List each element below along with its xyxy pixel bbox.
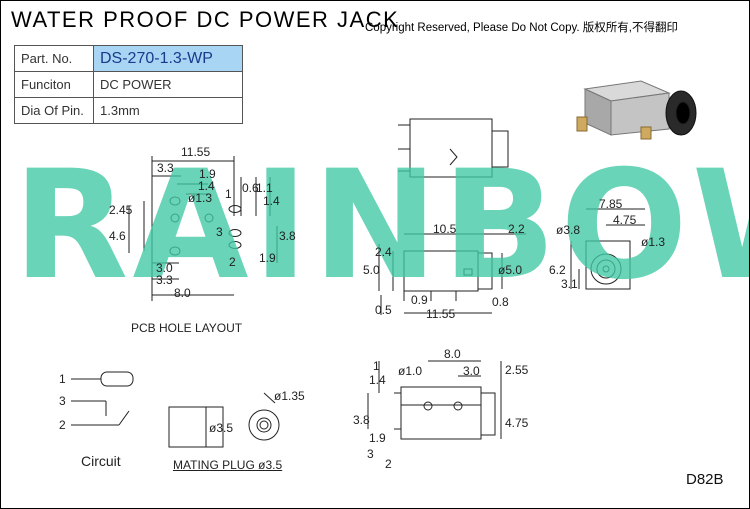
- pcb-dim: 3.3: [157, 161, 174, 175]
- pcb-dim: 1.4: [263, 194, 280, 208]
- front-dim: ø1.3: [641, 235, 666, 249]
- pin-marker: 1: [225, 187, 232, 201]
- circuit-diagram: [71, 371, 134, 426]
- bottom-dim: 2.55: [505, 363, 529, 377]
- drawing-code: D82B: [686, 471, 724, 488]
- pcb-dim: 8.0: [174, 286, 191, 300]
- bottom-dim: 1.4: [369, 373, 386, 387]
- pcb-dim: ø1.3: [188, 191, 213, 205]
- front-dim: 4.75: [613, 213, 637, 227]
- pcb-dim: 1.9: [259, 251, 276, 265]
- front-dim: ø3.8: [556, 223, 581, 237]
- side-dim: 2.2: [508, 222, 525, 236]
- mating-plug: [168, 392, 280, 448]
- side-dim: ø5.0: [498, 263, 523, 277]
- top-view: [398, 118, 509, 178]
- side-dim: 0.8: [492, 295, 509, 309]
- pin-marker: 1: [373, 359, 380, 373]
- pcb-dim: 2.45: [109, 203, 133, 217]
- side-dim: 0.5: [375, 303, 392, 317]
- product-photo: [576, 80, 697, 140]
- side-dim: 11.55: [426, 307, 456, 321]
- pcb-dim: 3.3: [156, 273, 173, 287]
- mating-plug-label: MATING PLUG ø3.5: [173, 458, 283, 472]
- pcb-dim: 11.55: [181, 145, 211, 159]
- spec-row: Dia Of Pin. 1.3mm: [14, 97, 243, 124]
- pin-marker: 3: [367, 447, 374, 461]
- pcb-hole-layout-label: PCB HOLE LAYOUT: [131, 321, 243, 335]
- page-title: WATER PROOF DC POWER JACK: [11, 7, 400, 32]
- spec-row: Funciton DC POWER: [14, 71, 243, 98]
- front-dim: 7.85: [599, 197, 623, 211]
- side-dim: 2.4: [375, 245, 392, 259]
- circuit-label: Circuit: [81, 453, 121, 469]
- pcb-dim: 4.6: [109, 229, 126, 243]
- spec-value: 1.3mm: [93, 97, 243, 124]
- watermark: RAINBOW: [13, 139, 749, 313]
- pcb-dim: 1.1: [256, 181, 273, 195]
- circuit-pin: 1: [59, 372, 66, 386]
- front-dim: 6.2: [549, 263, 566, 277]
- bottom-dim: ø1.0: [398, 364, 423, 378]
- plug-dim: ø1.35: [274, 389, 305, 403]
- circuit-pin: 3: [59, 394, 66, 408]
- copyright-notice: Copyright Reserved, Please Do Not Copy. …: [365, 22, 678, 34]
- circuit-pin: 2: [59, 418, 66, 432]
- pin-marker: 2: [385, 457, 392, 471]
- pcb-layout: [128, 156, 278, 301]
- pcb-dim: 1.4: [198, 179, 215, 193]
- pcb-dim: 3.0: [156, 261, 173, 275]
- plug-dim: ø3.5: [209, 421, 234, 435]
- bottom-dim: 3.8: [353, 413, 370, 427]
- pcb-dim: 3.8: [279, 229, 296, 243]
- front-view: [570, 208, 645, 290]
- spec-table: Part. No. DS-270-1.3-WP Funciton DC POWE…: [14, 45, 243, 124]
- bottom-dim: 1.9: [369, 431, 386, 445]
- pin-marker: 3: [216, 225, 223, 239]
- side-view: [378, 233, 526, 315]
- spec-key: Dia Of Pin.: [14, 97, 94, 124]
- front-dim: 3.1: [561, 277, 578, 291]
- side-dim: 5.0: [363, 263, 380, 277]
- bottom-view: [367, 360, 502, 440]
- pcb-dim: 0.6: [242, 181, 259, 195]
- bottom-dim: 4.75: [505, 416, 529, 430]
- spec-row: Part. No. DS-270-1.3-WP: [14, 45, 243, 72]
- part-number: DS-270-1.3-WP: [93, 45, 243, 72]
- pcb-dim: 1.9: [199, 167, 216, 181]
- bottom-dim: 8.0: [444, 347, 461, 361]
- pin-marker: 2: [229, 255, 236, 269]
- side-dim: 10.5: [433, 222, 457, 236]
- spec-key: Funciton: [14, 71, 94, 98]
- bottom-dim: 3.0: [463, 364, 480, 378]
- side-dim: 0.9: [411, 293, 428, 307]
